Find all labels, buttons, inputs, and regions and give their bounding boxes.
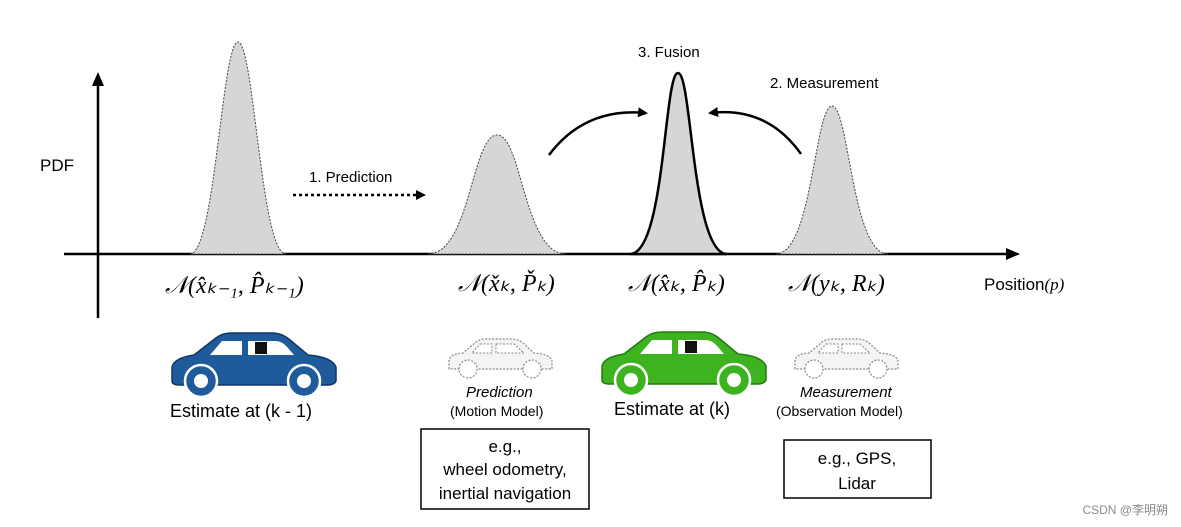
prediction-step-label: 1. Prediction xyxy=(309,169,392,186)
prior-car-icon xyxy=(171,332,337,399)
prior-distribution-label: 𝒩(x̂ₖ₋₁, P̂ₖ₋₁) xyxy=(165,272,304,299)
x-axis-label: Position(p) xyxy=(984,275,1065,294)
measurement-example-box xyxy=(783,439,932,499)
fused-distribution-label: 𝒩(x̂ₖ, P̂ₖ) xyxy=(628,270,725,297)
fused-gaussian xyxy=(629,71,728,256)
fusion-arrow-right xyxy=(708,107,803,155)
predicted-distribution-label: 𝒩(x̌ₖ, P̌ₖ) xyxy=(458,270,555,297)
measurement-car-caption: (Observation Model) xyxy=(776,403,903,419)
watermark: CSDN @李明朔 xyxy=(1082,502,1168,517)
measurement-gaussian xyxy=(775,105,889,255)
prediction-car-caption: (Motion Model) xyxy=(450,403,543,419)
measurement-distribution-label: 𝒩(yₖ, Rₖ) xyxy=(788,271,885,297)
x-axis-arrowhead xyxy=(1006,248,1020,260)
fusion-arrow-left xyxy=(548,107,648,156)
predicted-gaussian xyxy=(427,134,567,255)
prediction-car-icon xyxy=(448,338,553,379)
fused-car-icon xyxy=(601,331,767,398)
prediction-example-box xyxy=(420,428,590,510)
fused-car-caption: Estimate at (k) xyxy=(614,399,730,419)
prior-gaussian xyxy=(189,41,287,255)
prior-car-caption: Estimate at (k - 1) xyxy=(170,401,312,421)
measurement-car-caption-italic: Measurement xyxy=(800,384,893,401)
measurement-example-line-2: Lidar xyxy=(838,474,876,493)
prediction-car-caption-italic: Prediction xyxy=(466,384,533,401)
prediction-example-line-2: wheel odometry, xyxy=(442,460,566,479)
svg-text:Position(p): Position(p) xyxy=(984,275,1065,294)
prediction-example-line-1: e.g., xyxy=(488,437,521,456)
y-axis-arrowhead xyxy=(92,72,104,86)
y-axis-label: PDF xyxy=(40,156,74,175)
fusion-step-label: 3. Fusion xyxy=(638,44,700,61)
measurement-example-line-1: e.g., GPS, xyxy=(818,449,896,468)
measurement-car-icon xyxy=(794,338,899,379)
prediction-example-line-3: inertial navigation xyxy=(439,484,571,503)
measurement-step-label: 2. Measurement xyxy=(770,75,879,92)
